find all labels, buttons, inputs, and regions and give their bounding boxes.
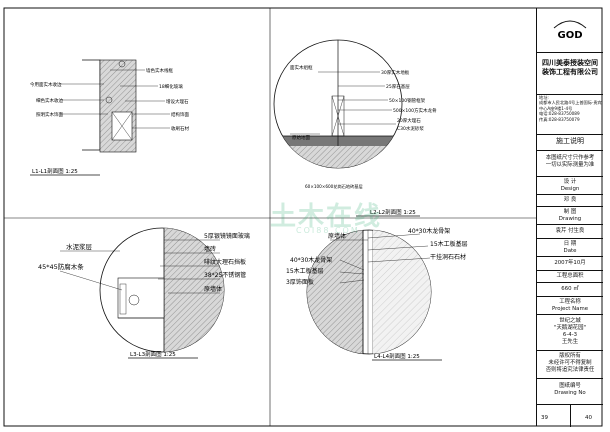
section-l1: 墙色实木线框 今用面实木收边 18细化玻璃 细色实木收边 增设大理石 照明实木饰… <box>30 59 189 176</box>
note-1: 本图纸尺寸只作参考 <box>545 155 595 161</box>
rights-1: 版权所有 <box>559 353 581 359</box>
section-title-cell: 施工说明 <box>537 134 603 150</box>
date-value: 2007年10月 <box>554 260 586 266</box>
date-cn: 日 期 <box>563 241 577 247</box>
address-cell: 地址: 成都市人民北路4号上普国际·贵宾中心A座9楼1-4号 电话:028-83… <box>537 94 603 134</box>
company-cell: 四川美泰授装空间 装饰工程有限公司 <box>537 52 603 94</box>
design-en: Design <box>560 186 580 192</box>
section-l4: 原墙体 40*30木龙骨架 15木工板基层 干挂洞石石材 40*30木龙骨架 1… <box>286 227 468 361</box>
page-cell: 39 40 <box>537 404 603 427</box>
notes-cell: 本图纸尺寸只作参考 一切以实际测量为准 <box>537 150 603 176</box>
l3-label-6: 45*45防腐木条 <box>38 262 84 271</box>
l1-label-1: 今用面实木收边 <box>30 81 62 88</box>
l2-label-0: 面实木组框 <box>290 64 313 71</box>
designer-cell: 邓 良 <box>537 194 603 206</box>
l3-label-5: 水泥浆层 <box>66 242 93 251</box>
l4-title: L4-L4剖面图 1:25 <box>374 352 420 360</box>
area-value: 660 ㎡ <box>561 286 579 292</box>
sheet-border <box>3 7 603 427</box>
l4-label-4: 40*30木龙骨架 <box>290 256 332 264</box>
project-en: Project Name <box>551 306 589 312</box>
number-cn: 图纸编号 <box>559 383 581 389</box>
project-cn: 工程名称 <box>559 299 581 305</box>
project-2: "天鹅湖花园" <box>554 325 586 331</box>
designer: 邓 良 <box>563 197 577 203</box>
design-cn: 设 计 <box>563 179 577 185</box>
phone: 电话:028-83750089 <box>539 111 580 117</box>
l3-label-3: 38*25不锈钢管 <box>204 271 246 279</box>
l2-label-4: 500×100方实木龙骨 <box>393 107 437 114</box>
l2-label-6: C30水泥砂浆 <box>397 125 424 132</box>
drawing-en: Drawing <box>558 216 582 222</box>
l1-label-2: 18细化玻璃 <box>159 83 183 90</box>
l1-label-7: 收刷石材 <box>171 125 189 132</box>
l2-title: L2-L2剖面图 1:25 <box>370 208 416 216</box>
l4-label-1: 40*30木龙骨架 <box>408 227 450 235</box>
l1-title: L1-L1剖面图 1:25 <box>32 167 78 175</box>
section-l3: 5厚银镜镜面玻璃 墙砖 啡纹大理石挡板 38*25不锈钢管 原墙体 水泥浆层 4… <box>38 227 250 359</box>
l3-label-4: 原墙体 <box>204 285 222 293</box>
note-2: 一切以实际测量为准 <box>545 162 595 168</box>
l1-label-6: 结构饰面 <box>171 111 189 118</box>
drawing-number-cell: 图纸编号 Drawing No <box>537 378 603 404</box>
l4-label-6: 3厚饰面板 <box>286 278 314 286</box>
date-cell: 日 期 Date <box>537 238 603 256</box>
l2-label-3: 50×100钢管框架 <box>389 97 426 104</box>
drafters: 袁芹 付生良 <box>555 228 585 234</box>
date-en: Date <box>563 248 577 254</box>
area-label-cell: 工程总面积 <box>537 270 603 282</box>
date-value-cell: 2007年10月 <box>537 256 603 270</box>
l2-label-7: 原始地面 <box>292 134 310 141</box>
drawing-cell: 制 图 Drawing <box>537 206 603 224</box>
fax: 传真:028-83750079 <box>539 116 580 122</box>
design-cell: 设 计 Design <box>537 176 603 194</box>
rights-3: 否则将追究法律责任 <box>545 367 595 373</box>
l1-label-0: 墙色实木线框 <box>146 67 173 74</box>
project-cell: 工程名称 Project Name <box>537 296 603 314</box>
project-3: 6-4-3 <box>562 332 578 338</box>
l1-label-4: 增设大理石 <box>166 98 189 105</box>
l3-label-1: 墙砖 <box>204 245 216 253</box>
l3-label-0: 5厚银镜镜面玻璃 <box>204 232 250 240</box>
project-name-cell: 世纪之城 "天鹅湖花园" 6-4-3 王先生 <box>537 314 603 350</box>
svg-text:GOD: GOD <box>557 30 582 41</box>
l4-label-5: 15木工板基层 <box>286 267 324 275</box>
logo-icon: GOD <box>553 20 587 41</box>
project-1: 世纪之城 <box>559 318 581 324</box>
page-divider <box>570 405 571 427</box>
watermark: 土木在线 <box>270 202 383 232</box>
area-value-cell: 660 ㎡ <box>537 282 603 296</box>
address-text: 成都市人民北路4号上普国际·贵宾中心A座9楼1-4号 <box>539 100 602 111</box>
l2-label-2: 25厚石基层 <box>386 83 410 90</box>
l3-label-2: 啡纹大理石挡板 <box>204 258 246 266</box>
number-en: Drawing No <box>554 390 586 396</box>
l4-label-3: 干挂洞石石材 <box>430 253 466 261</box>
section-title: 施工说明 <box>556 137 584 145</box>
company-line-2: 装饰工程有限公司 <box>542 68 598 76</box>
company-line-1: 四川美泰授装空间 <box>542 59 598 67</box>
drafters-cell: 袁芹 付生良 <box>537 224 603 238</box>
project-4: 王先生 <box>561 339 579 345</box>
l4-label-2: 15木工板基层 <box>430 240 468 248</box>
l1-label-3: 细色实木收边 <box>36 97 63 104</box>
watermark-sub: COI88.COM <box>296 226 360 235</box>
area-label: 工程总面积 <box>556 273 584 279</box>
section-l2: 面实木组框 30厚实木地板 25厚石基层 50×100钢管框架 500×100方… <box>273 39 437 217</box>
l1-label-5: 照明实木饰面 <box>36 111 63 118</box>
page-number: 39 <box>541 415 548 421</box>
l3-title: L3-L3剖面图 1:25 <box>130 350 176 358</box>
page-total: 40 <box>585 415 592 421</box>
address-label: 地址: <box>539 95 549 100</box>
rights-cell: 版权所有 未经许可不得复制 否则将追究法律责任 <box>537 350 603 378</box>
l4-label-0: 原墙体 <box>328 232 346 240</box>
rights-2: 未经许可不得复制 <box>548 360 592 366</box>
title-block: GOD 四川美泰授装空间 装饰工程有限公司 地址: 成都市人民北路4号上普国际·… <box>536 8 603 427</box>
l2-label-8: 60×100×600花岗石地砖基层 <box>305 183 363 190</box>
l2-label-1: 30厚实木地板 <box>381 69 410 76</box>
l2-label-5: 20厚大理石 <box>397 117 421 124</box>
logo-cell: GOD <box>537 8 603 52</box>
drawing-cn: 制 图 <box>563 209 577 215</box>
